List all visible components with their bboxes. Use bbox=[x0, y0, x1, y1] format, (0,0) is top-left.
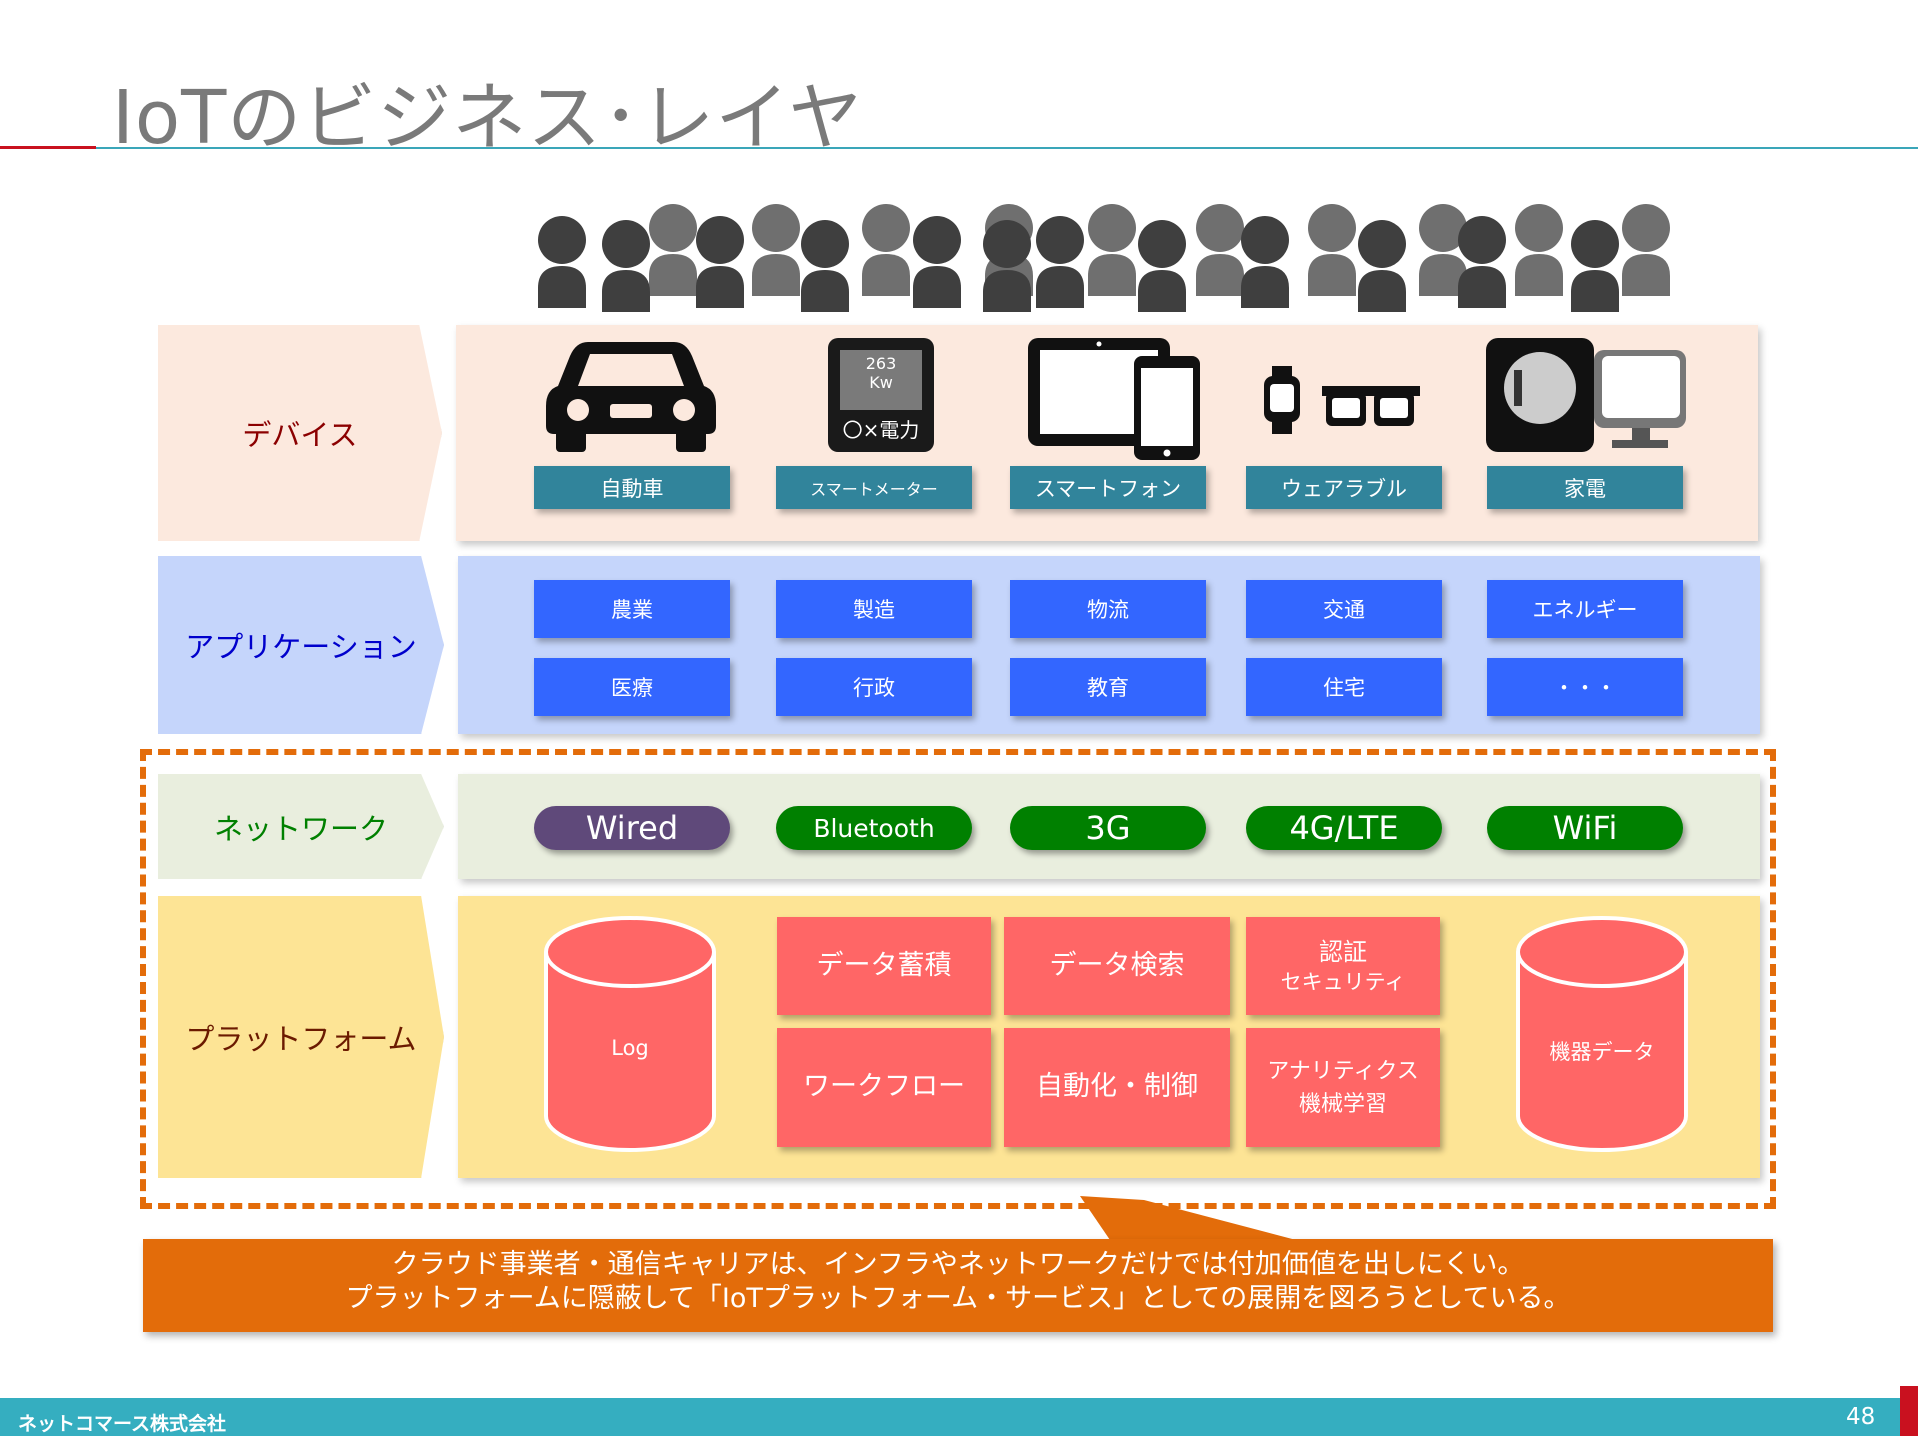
device-label: スマートフォン bbox=[1010, 466, 1206, 509]
log-database-label: Log bbox=[611, 1036, 649, 1060]
automation-control-box: 自動化・制御 bbox=[1004, 1028, 1230, 1147]
wearable-icon bbox=[1264, 366, 1420, 434]
device-label: スマートメーター bbox=[776, 466, 972, 509]
cloud-scope-frame bbox=[140, 749, 1776, 1209]
callout-box bbox=[143, 1239, 1773, 1332]
appliance-icon bbox=[1486, 338, 1686, 452]
application-box: ・・・ bbox=[1487, 658, 1683, 716]
data-search-label: データ検索 bbox=[1049, 949, 1185, 981]
application-box: 医療 bbox=[534, 658, 730, 716]
network-pill: WiFi bbox=[1487, 806, 1683, 850]
footer-bar bbox=[0, 1398, 1900, 1436]
callout-text: クラウド事業者・通信キャリアは、インフラやネットワークだけでは付加価値を出しにく… bbox=[143, 1248, 1773, 1316]
application-box: 交通 bbox=[1246, 580, 1442, 638]
footer-accent bbox=[1900, 1386, 1918, 1436]
layer-label-device: デバイス bbox=[158, 325, 442, 541]
application-box: 物流 bbox=[1010, 580, 1206, 638]
network-pill: Bluetooth bbox=[776, 806, 972, 850]
meter-reading: 263 bbox=[865, 354, 897, 373]
data-storage-label: データ蓄積 bbox=[816, 949, 952, 981]
device-data-label: 機器データ bbox=[1549, 1040, 1655, 1064]
application-box: 製造 bbox=[776, 580, 972, 638]
network-pill: Wired bbox=[534, 806, 730, 850]
footer-company: ネットコマース株式会社 bbox=[18, 1413, 227, 1435]
meter-display: 263 Kw bbox=[840, 350, 922, 410]
log-database-icon bbox=[544, 916, 716, 1152]
tablet-phone-icon bbox=[1028, 338, 1200, 460]
meter-unit: Kw bbox=[869, 373, 893, 392]
analytics-ml-box: アナリティクス 機械学習 bbox=[1246, 1028, 1440, 1147]
device-label: 自動車 bbox=[534, 466, 730, 509]
layer-label-platform: プラットフォーム bbox=[158, 896, 444, 1178]
auth-security-box: 認証 セキュリティ bbox=[1246, 917, 1440, 1015]
workflow-box: ワークフロー bbox=[777, 1028, 991, 1147]
workflow-label: ワークフロー bbox=[803, 1071, 965, 1103]
automation-control-label: 自動化・制御 bbox=[1036, 1071, 1198, 1103]
network-pill: 4G/LTE bbox=[1246, 806, 1442, 850]
callout-pointer bbox=[1080, 1196, 1296, 1240]
smart-meter-icon: 263 Kw 〇×電力 bbox=[828, 338, 934, 452]
application-box: 農業 bbox=[534, 580, 730, 638]
machine-learning-label: 機械学習 bbox=[1298, 1091, 1387, 1117]
layer-label-network: ネットワーク bbox=[158, 774, 444, 879]
device-label: 家電 bbox=[1487, 466, 1683, 509]
application-box: 行政 bbox=[776, 658, 972, 716]
callout-line-2: プラットフォームに隠蔽して「IoTプラットフォーム・サービス」としての展開を図ろ… bbox=[345, 1282, 1571, 1314]
callout-line-1: クラウド事業者・通信キャリアは、インフラやネットワークだけでは付加価値を出しにく… bbox=[391, 1249, 1525, 1280]
slide-title: IoTのビジネス･レイヤ bbox=[112, 75, 864, 161]
crowd-icon bbox=[538, 204, 1670, 312]
security-label: セキュリティ bbox=[1280, 970, 1406, 995]
data-search-box: データ検索 bbox=[1004, 917, 1230, 1015]
meter-caption: 〇×電力 bbox=[842, 418, 920, 442]
application-box: 教育 bbox=[1010, 658, 1206, 716]
auth-label: 認証 bbox=[1319, 937, 1367, 966]
car-icon bbox=[546, 342, 716, 452]
analytics-label: アナリティクス bbox=[1267, 1058, 1419, 1084]
title-rule bbox=[96, 147, 1918, 149]
device-label: ウェアラブル bbox=[1246, 466, 1442, 509]
title-rule-accent bbox=[0, 146, 96, 149]
device-data-database-icon bbox=[1516, 916, 1688, 1152]
page-number: 48 bbox=[1846, 1404, 1876, 1430]
layer-label-application: アプリケーション bbox=[158, 556, 444, 734]
application-box: 住宅 bbox=[1246, 658, 1442, 716]
data-storage-box: データ蓄積 bbox=[777, 917, 991, 1015]
network-pill: 3G bbox=[1010, 806, 1206, 850]
application-box: エネルギー bbox=[1487, 580, 1683, 638]
